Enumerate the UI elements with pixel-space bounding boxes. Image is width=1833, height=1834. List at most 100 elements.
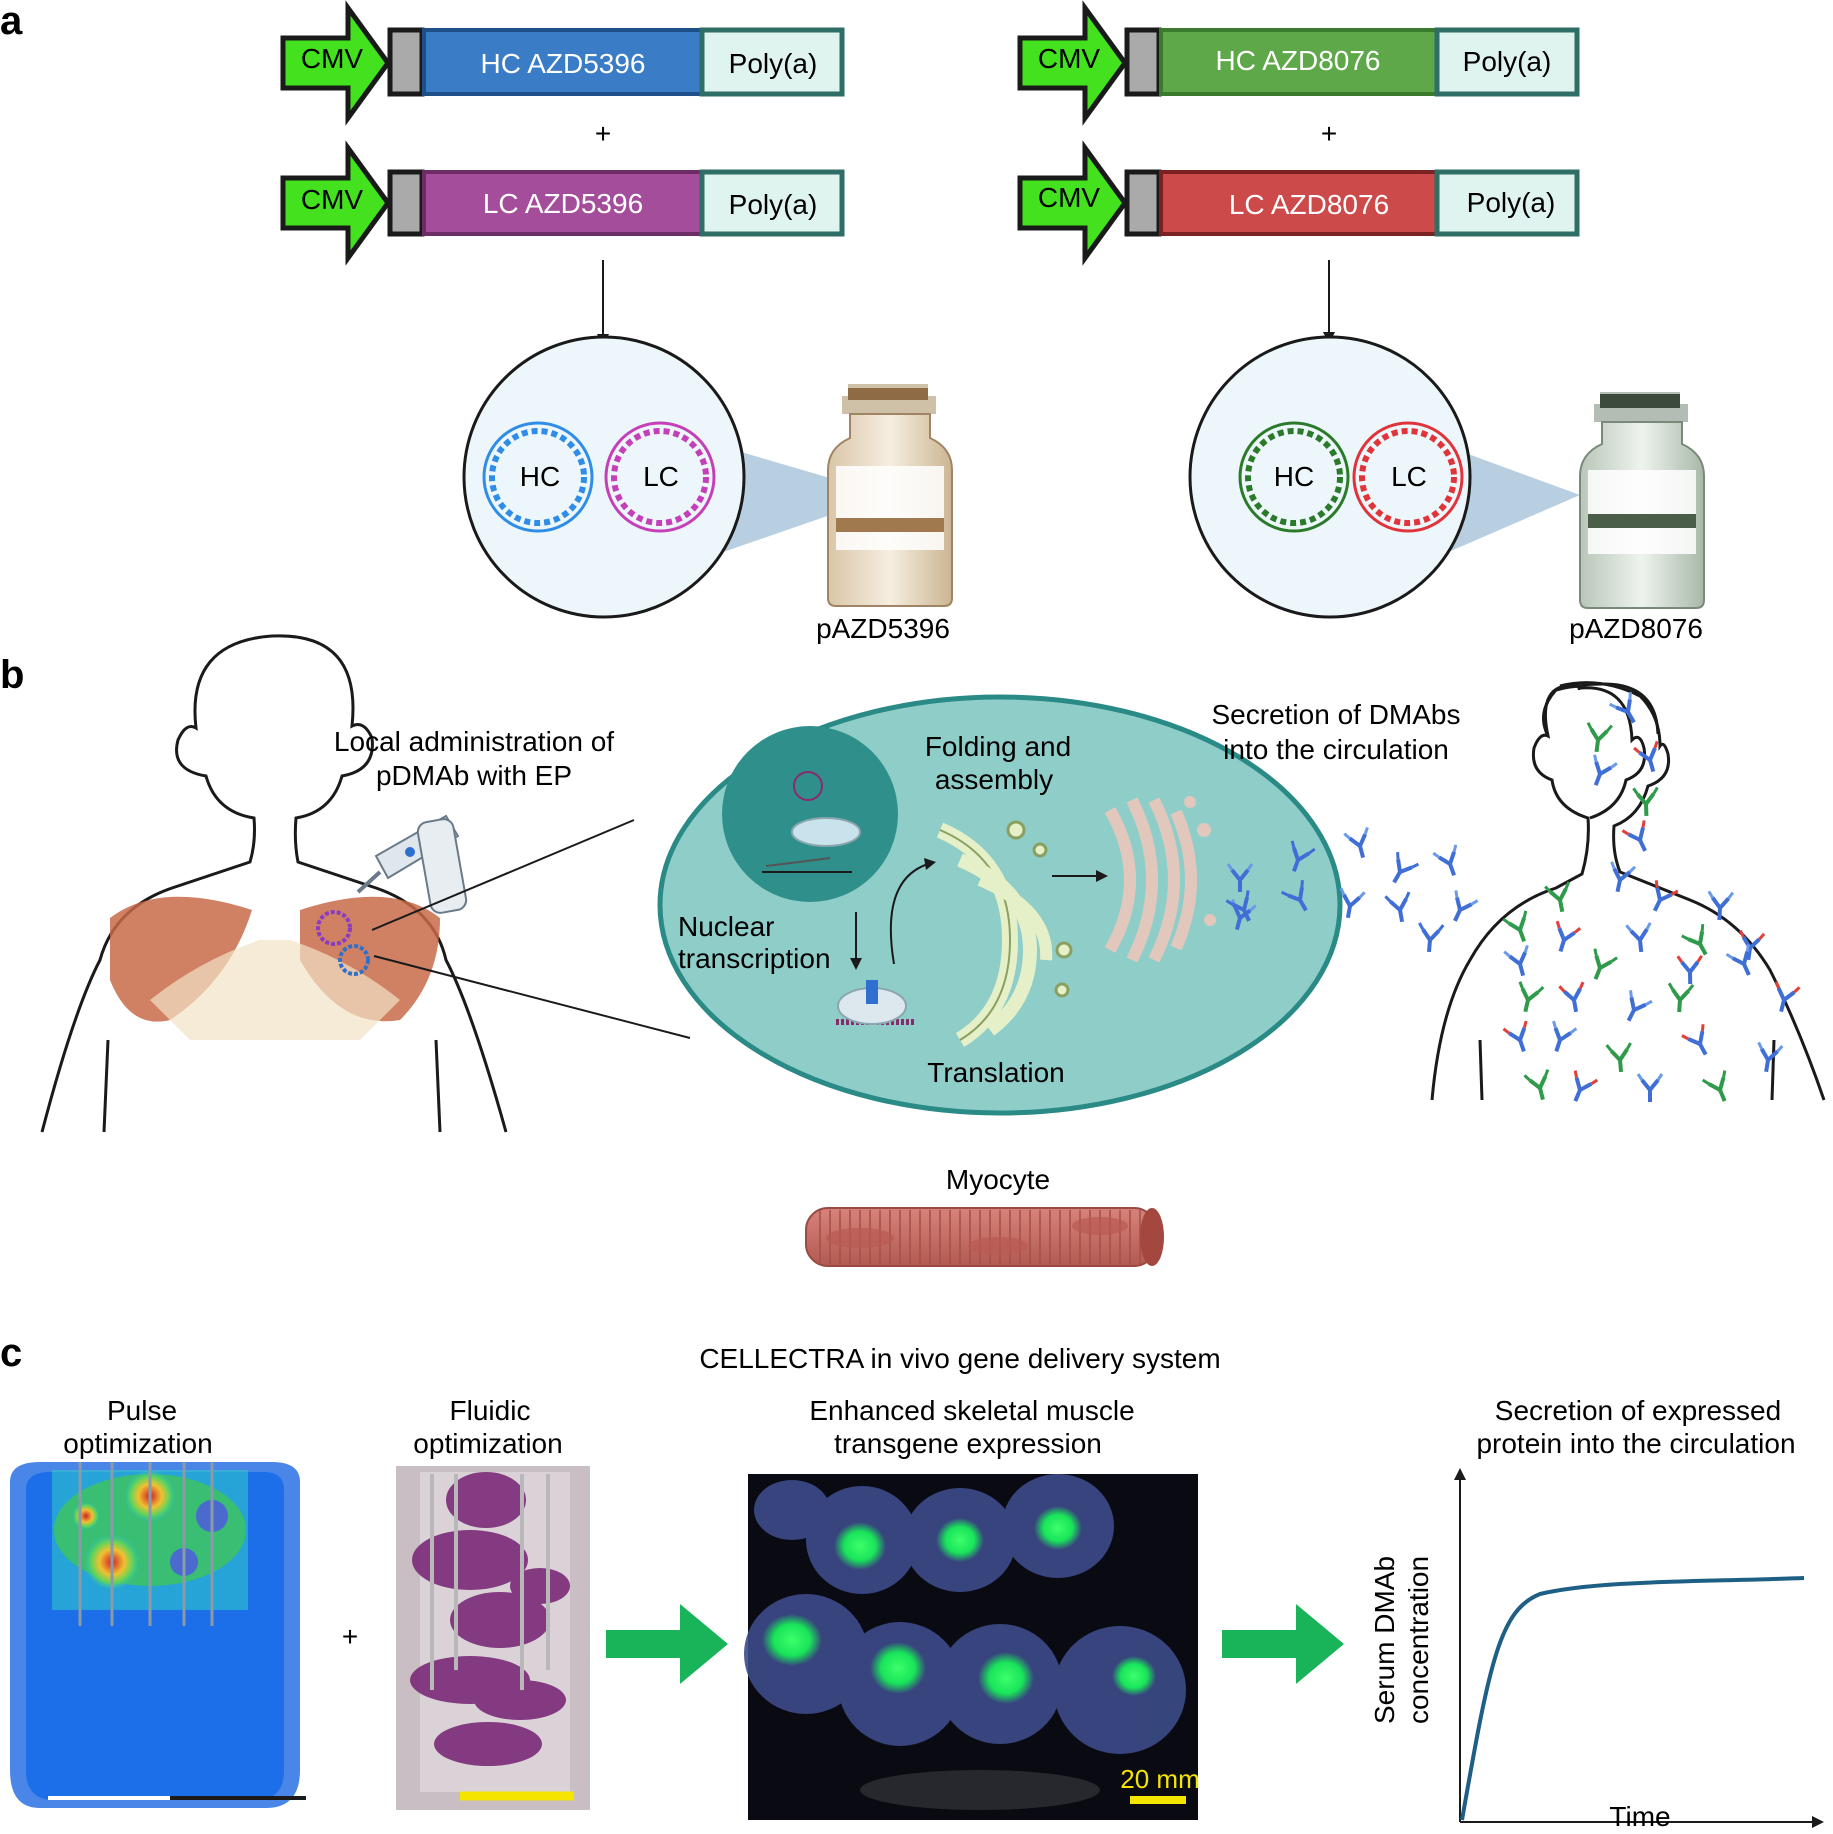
antibody-icon bbox=[1682, 1024, 1716, 1060]
plasmid-circle bbox=[464, 337, 744, 617]
antibody-icon bbox=[1504, 945, 1534, 978]
plus-sign: + bbox=[1321, 118, 1337, 149]
antibody-icon bbox=[1754, 1042, 1782, 1073]
polya-label: Poly(a) bbox=[1463, 46, 1552, 77]
plasmid-circle bbox=[1190, 337, 1470, 617]
vial-right bbox=[1580, 392, 1704, 608]
admin-label-line1: Local administration of bbox=[334, 726, 614, 757]
polya-label: Poly(a) bbox=[729, 189, 818, 220]
nuclear-label-line2: transcription bbox=[678, 943, 831, 974]
antibody-icon bbox=[1524, 1070, 1554, 1103]
concentration-curve bbox=[1462, 1578, 1804, 1820]
antibody-icon bbox=[1344, 827, 1374, 860]
myocyte-fiber bbox=[806, 1208, 1164, 1266]
lc-label: LC bbox=[1391, 461, 1427, 492]
secretion-label-line1: Secretion of DMAbs bbox=[1212, 699, 1461, 730]
antibody-icon bbox=[1433, 845, 1465, 880]
flow-arrow-2 bbox=[1222, 1604, 1344, 1684]
translation-label: Translation bbox=[927, 1057, 1064, 1088]
vial-left-label: pAZD5396 bbox=[816, 613, 950, 644]
antibody-icon bbox=[1644, 880, 1678, 916]
antibody-icon bbox=[1503, 1021, 1535, 1055]
fluidic-label-line2: optimization bbox=[413, 1428, 562, 1459]
antibody-icon bbox=[1678, 956, 1702, 984]
hc-label: HC bbox=[1274, 461, 1314, 492]
antibody-icon bbox=[1703, 1071, 1736, 1106]
chart-ylabel-line1: Serum DMAb bbox=[1369, 1556, 1400, 1724]
folding-label-line2: assembly bbox=[935, 764, 1053, 795]
flow-arrow-1 bbox=[606, 1604, 728, 1684]
construct-right-lc: CMV LC AZD8076 Poly(a) bbox=[1020, 148, 1577, 258]
gene-label: LC AZD5396 bbox=[483, 188, 643, 219]
gene-label: HC AZD8076 bbox=[1216, 45, 1381, 76]
antibody-icon bbox=[1514, 982, 1544, 1015]
vial-right-label: pAZD8076 bbox=[1569, 613, 1703, 644]
panel-c-letter: c bbox=[0, 1331, 22, 1375]
antibody-icon bbox=[1444, 890, 1478, 926]
antibody-icon bbox=[1682, 924, 1717, 960]
circulating-antibodies bbox=[1503, 692, 1799, 1106]
panel-a-letter: a bbox=[0, 0, 23, 43]
antibody-icon bbox=[1618, 990, 1652, 1026]
gene-label: HC AZD5396 bbox=[481, 48, 646, 79]
serum-concentration-chart bbox=[1454, 1468, 1824, 1828]
chart-xlabel: Time bbox=[1609, 1801, 1670, 1829]
antibody-icon bbox=[1417, 923, 1443, 953]
pulse-label-line1: Pulse bbox=[107, 1395, 177, 1426]
secretion-label-line2: into the circulation bbox=[1223, 734, 1449, 765]
zoom-line-bottom bbox=[374, 956, 690, 1038]
antibody-icon bbox=[1622, 820, 1656, 856]
construct-right-hc: CMV HC AZD8076 Poly(a) bbox=[1020, 8, 1577, 118]
antibody-icon bbox=[1626, 923, 1653, 953]
antibody-icon bbox=[1564, 1071, 1597, 1106]
lc-label: LC bbox=[643, 461, 679, 492]
myocyte-label: Myocyte bbox=[946, 1164, 1050, 1195]
antibody-icon bbox=[1585, 723, 1612, 754]
construct-left-lc: CMV LC AZD5396 Poly(a) bbox=[283, 148, 842, 258]
nuclear-label-line1: Nuclear bbox=[678, 911, 774, 942]
nucleus bbox=[722, 726, 898, 902]
antibody-icon bbox=[1385, 892, 1413, 924]
promoter-label: CMV bbox=[301, 184, 364, 215]
fluidic-simulation-image bbox=[396, 1466, 590, 1810]
antibody-icon bbox=[1667, 983, 1693, 1013]
enhanced-label-line1: Enhanced skeletal muscle bbox=[809, 1395, 1134, 1426]
body-outline-right bbox=[1432, 683, 1824, 1100]
fluidic-label-line1: Fluidic bbox=[450, 1395, 531, 1426]
pulse-label-line2: optimization bbox=[63, 1428, 212, 1459]
antibody-icon bbox=[1584, 755, 1616, 790]
construct-left-hc: CMV HC AZD5396 Poly(a) bbox=[283, 8, 842, 118]
admin-label-line2: pDMAb with EP bbox=[376, 760, 572, 791]
antibody-icon bbox=[1606, 862, 1635, 894]
vial-left bbox=[828, 384, 952, 606]
scale-bar-label: 20 mm bbox=[1120, 1764, 1199, 1794]
panel-c-title: CELLECTRA in vivo gene delivery system bbox=[699, 1343, 1220, 1374]
antibody-icon bbox=[1503, 911, 1535, 946]
plus-sign-c: + bbox=[342, 1621, 358, 1652]
hc-label: HC bbox=[520, 461, 560, 492]
gene-label: LC AZD8076 bbox=[1229, 189, 1389, 220]
antibody-icon bbox=[1769, 982, 1799, 1015]
antibody-icon bbox=[1384, 852, 1419, 888]
antibody-icon bbox=[1707, 891, 1732, 920]
enhanced-label-line2: transgene expression bbox=[834, 1428, 1102, 1459]
chart-ylabel-line2: concentration bbox=[1403, 1556, 1434, 1724]
pulse-simulation-image bbox=[10, 1462, 306, 1808]
panel-b-letter: b bbox=[0, 653, 24, 697]
promoter-label: CMV bbox=[1038, 43, 1101, 74]
polya-label: Poly(a) bbox=[1467, 187, 1556, 218]
antibody-icon bbox=[1559, 982, 1587, 1014]
folding-label-line1: Folding and bbox=[925, 731, 1071, 762]
antibody-icon bbox=[1584, 949, 1617, 984]
secretion-c-label-line1: Secretion of expressed bbox=[1495, 1395, 1781, 1426]
secretion-c-label-line2: protein into the circulation bbox=[1476, 1428, 1795, 1459]
promoter-label: CMV bbox=[1038, 182, 1101, 213]
polya-label: Poly(a) bbox=[729, 48, 818, 79]
antibody-icon bbox=[1545, 1021, 1576, 1055]
promoter-label: CMV bbox=[301, 43, 364, 74]
antibody-icon bbox=[1549, 921, 1580, 955]
antibody-icon bbox=[1638, 1074, 1662, 1102]
plus-sign: + bbox=[595, 118, 611, 149]
antibody-icon bbox=[1607, 1043, 1633, 1073]
